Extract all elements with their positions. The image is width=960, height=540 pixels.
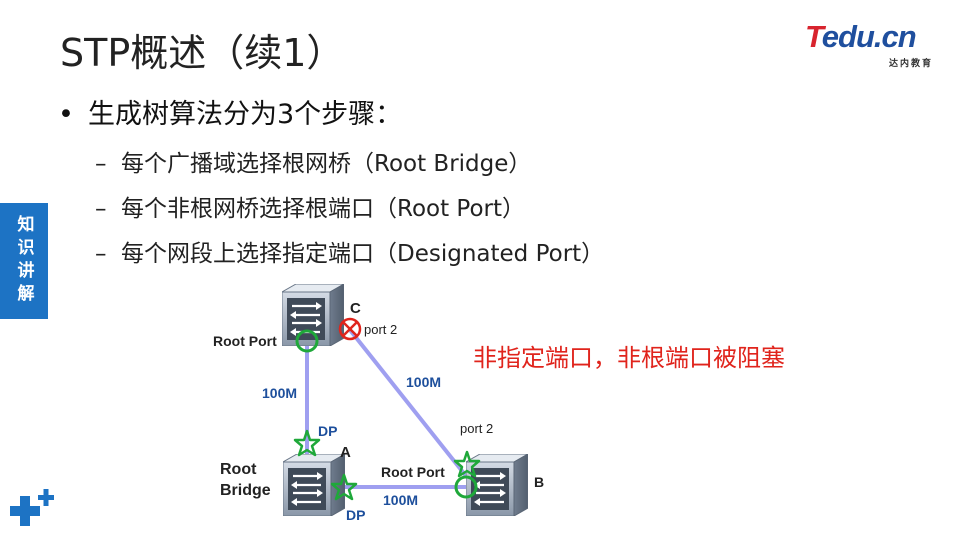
link-ab-speed: 100M bbox=[383, 492, 419, 508]
sub-bullet-root-port: –每个非根网桥选择根端口（Root Port） bbox=[95, 189, 525, 223]
logo-subtitle: 达内教育 bbox=[888, 59, 933, 69]
switch-c bbox=[282, 284, 344, 346]
blocked-port-icon bbox=[338, 317, 362, 341]
dash-icon: – bbox=[95, 241, 107, 267]
switch-a-label: A bbox=[340, 444, 351, 461]
root-port-circle-b bbox=[454, 475, 478, 499]
plus-decoration-icon bbox=[10, 489, 54, 526]
designated-star-a-top bbox=[293, 429, 321, 457]
sub-bullet-text: 每个非根网桥选择根端口（Root Port） bbox=[121, 196, 526, 222]
tedu-logo: Tedu.cn 达内教育 bbox=[805, 18, 937, 69]
bullet-dot-icon: • bbox=[58, 99, 74, 130]
dash-icon: – bbox=[95, 151, 107, 177]
side-tab-knowledge: 知识讲解 bbox=[0, 203, 48, 319]
switch-b-label: B bbox=[534, 474, 545, 490]
link-cb-speed: 100M bbox=[406, 374, 442, 390]
a-dp-top-label: DP bbox=[318, 423, 338, 439]
logo-wordmark: Tedu.cn bbox=[805, 18, 917, 56]
logo-letter-t: T bbox=[805, 19, 823, 54]
blocked-port-note: 非指定端口，非根端口被阻塞 bbox=[473, 344, 785, 372]
b-port2-label: port 2 bbox=[460, 421, 494, 436]
link-ca-speed: 100M bbox=[262, 385, 298, 401]
root-bridge-label: Root Bridge bbox=[220, 461, 271, 499]
dash-icon: – bbox=[95, 196, 107, 222]
link-c-b bbox=[348, 328, 468, 478]
switch-c-label: C bbox=[350, 300, 361, 317]
slide-title: STP概述（续1） bbox=[60, 31, 345, 75]
sub-bullet-text: 每个广播域选择根网桥（Root Bridge） bbox=[121, 151, 532, 177]
c-port2-label: port 2 bbox=[364, 322, 398, 337]
logo-domain: edu.cn bbox=[821, 19, 917, 54]
sub-bullet-root-bridge: –每个广播域选择根网桥（Root Bridge） bbox=[95, 144, 531, 178]
b-root-port-label: Root Port bbox=[381, 464, 445, 480]
root-port-circle-c bbox=[295, 329, 319, 353]
main-bullet: • 生成树算法分为3个步骤： bbox=[58, 92, 402, 131]
main-bullet-text: 生成树算法分为3个步骤： bbox=[88, 99, 403, 130]
a-dp-bottom-label: DP bbox=[346, 507, 366, 523]
sub-bullet-designated-port: –每个网段上选择指定端口（Designated Port） bbox=[95, 234, 604, 268]
side-tab-label: 知识讲解 bbox=[13, 215, 34, 307]
sub-bullet-text: 每个网段上选择指定端口（Designated Port） bbox=[121, 241, 605, 267]
c-root-port-label: Root Port bbox=[213, 333, 277, 349]
designated-star-b bbox=[453, 450, 481, 478]
designated-star-a-right bbox=[330, 473, 358, 501]
